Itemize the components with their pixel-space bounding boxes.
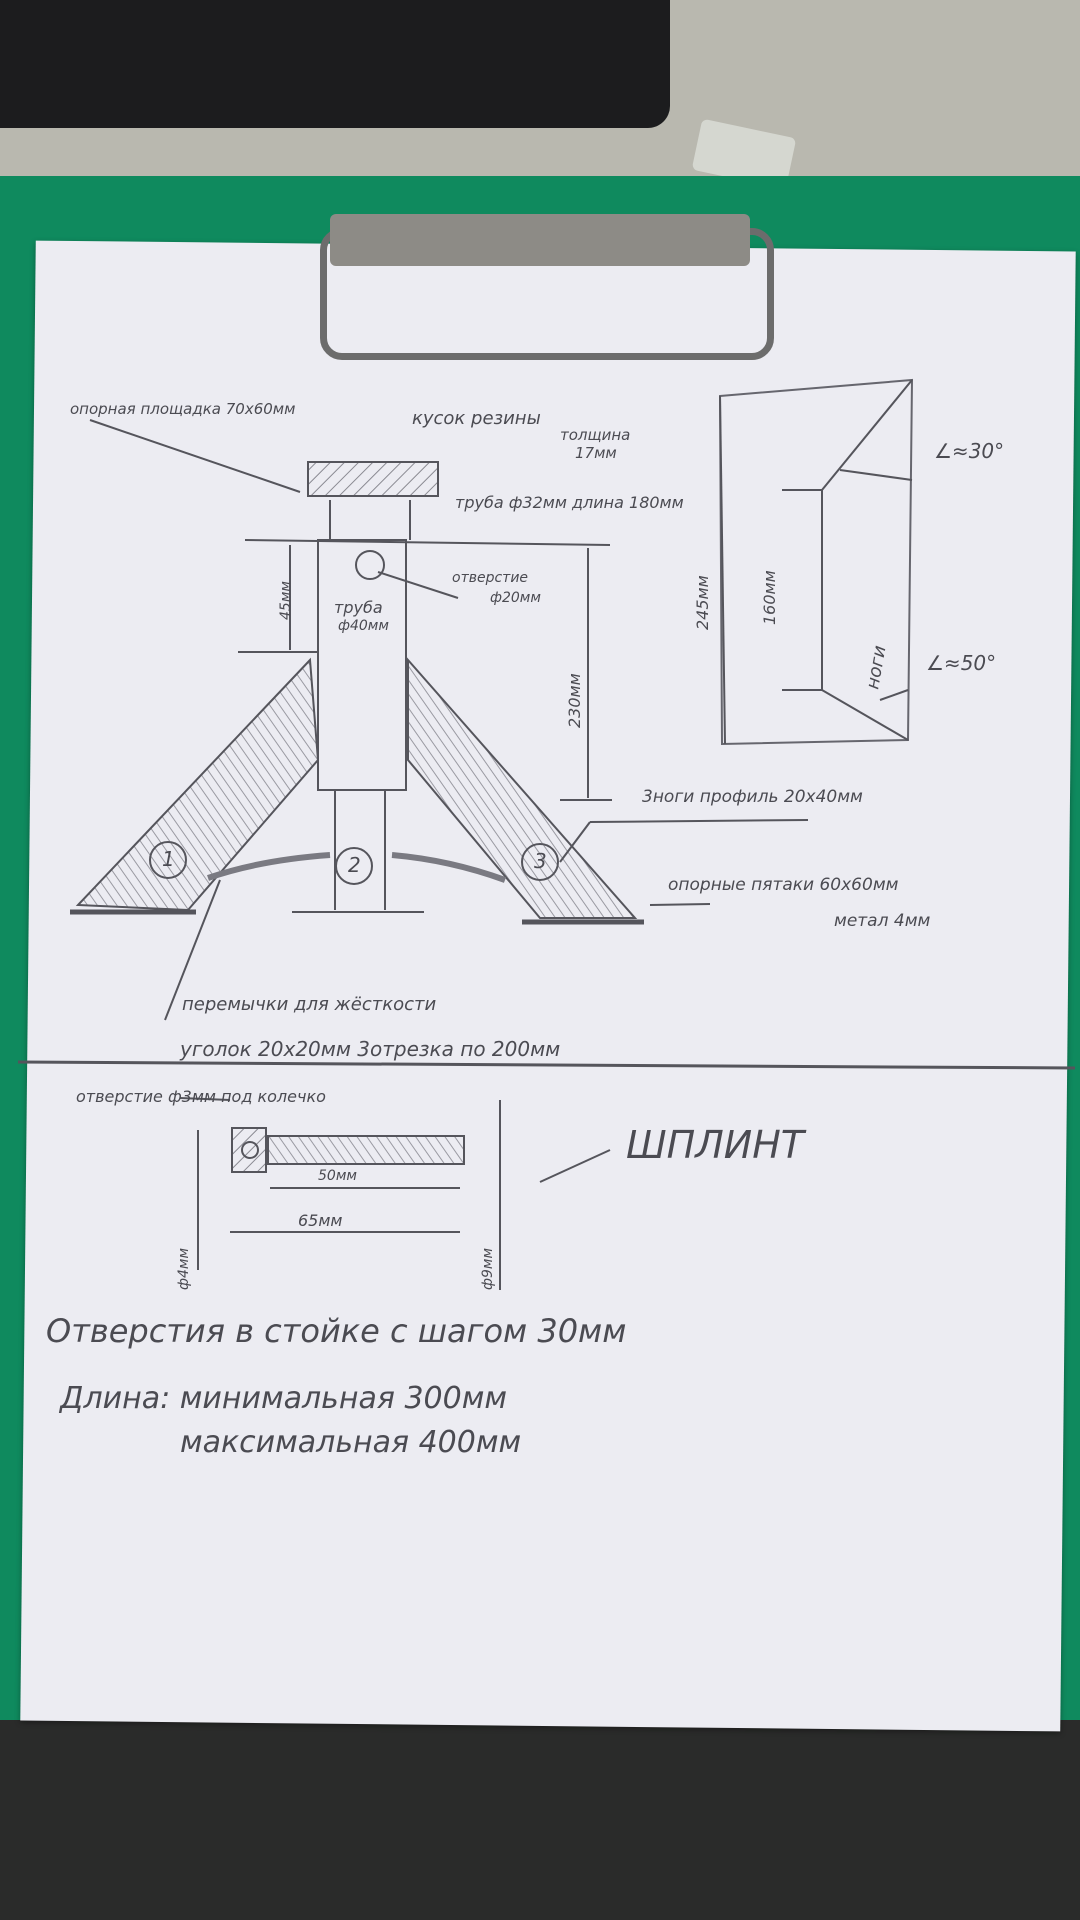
label-dim-50: 50мм (318, 1168, 357, 1184)
note-line-3: максимальная 400мм (180, 1425, 521, 1460)
label-rubber-thickness-1: толщина (560, 426, 630, 444)
pin-head (231, 1127, 267, 1173)
label-rubber-thickness-2: 17мм (575, 444, 617, 462)
label-dim-d4: ф4мм (176, 1248, 192, 1290)
label-angle-30: ∠≈30° (934, 439, 1004, 463)
label-dim-230: 230мм (565, 673, 584, 728)
label-hole-2: ф20мм (490, 590, 541, 606)
label-angle-50: ∠≈50° (926, 651, 996, 675)
leg-number-3: 3 (534, 849, 547, 873)
clipboard-clip (330, 214, 750, 266)
label-stiffeners: перемычки для жёсткости (182, 994, 436, 1015)
label-tube-40-2: ф40мм (338, 618, 389, 634)
label-dim-65: 65мм (298, 1211, 343, 1230)
label-dim-245: 245мм (693, 575, 712, 630)
label-tube-40-1: труба (334, 598, 383, 617)
note-line-1: Отверстия в стойке с шагом 30мм (46, 1312, 626, 1350)
label-dim-45: 45мм (278, 581, 294, 620)
label-legs: 3ноги профиль 20х40мм (642, 787, 863, 807)
label-pin-title: ШПЛИНТ (626, 1123, 807, 1167)
label-rubber: кусок резины (412, 408, 541, 429)
label-legs-word: ноги (862, 644, 890, 691)
label-hole-1: отверстие (452, 570, 528, 586)
label-support-pad: опорная площадка 70х60мм (70, 400, 295, 418)
label-tube-top: труба ф32мм длина 180мм (455, 493, 684, 512)
keyboard (0, 0, 670, 128)
rubber-pad-shape (307, 461, 439, 497)
label-feet-metal: метал 4мм (834, 911, 931, 931)
label-feet: опорные пятаки 60х60мм (668, 875, 899, 895)
hole-circle (355, 550, 385, 580)
leg-3 (407, 657, 638, 919)
leg-number-2: 2 (348, 853, 361, 877)
label-dim-d9: ф9мм (480, 1248, 496, 1290)
label-angle-cut: уголок 20х20мм 3отрезка по 200мм (179, 1037, 560, 1061)
note-line-2: Длина: минимальная 300мм (58, 1381, 507, 1416)
label-pin-hole: отверстие ф3мм под колечко (76, 1087, 326, 1106)
label-dim-160: 160мм (760, 570, 779, 625)
leg-1 (75, 657, 320, 912)
pin-shaft (267, 1135, 465, 1165)
leg-number-1: 1 (162, 847, 175, 871)
main-tube (317, 539, 407, 791)
background-cloth (0, 1720, 1080, 1920)
